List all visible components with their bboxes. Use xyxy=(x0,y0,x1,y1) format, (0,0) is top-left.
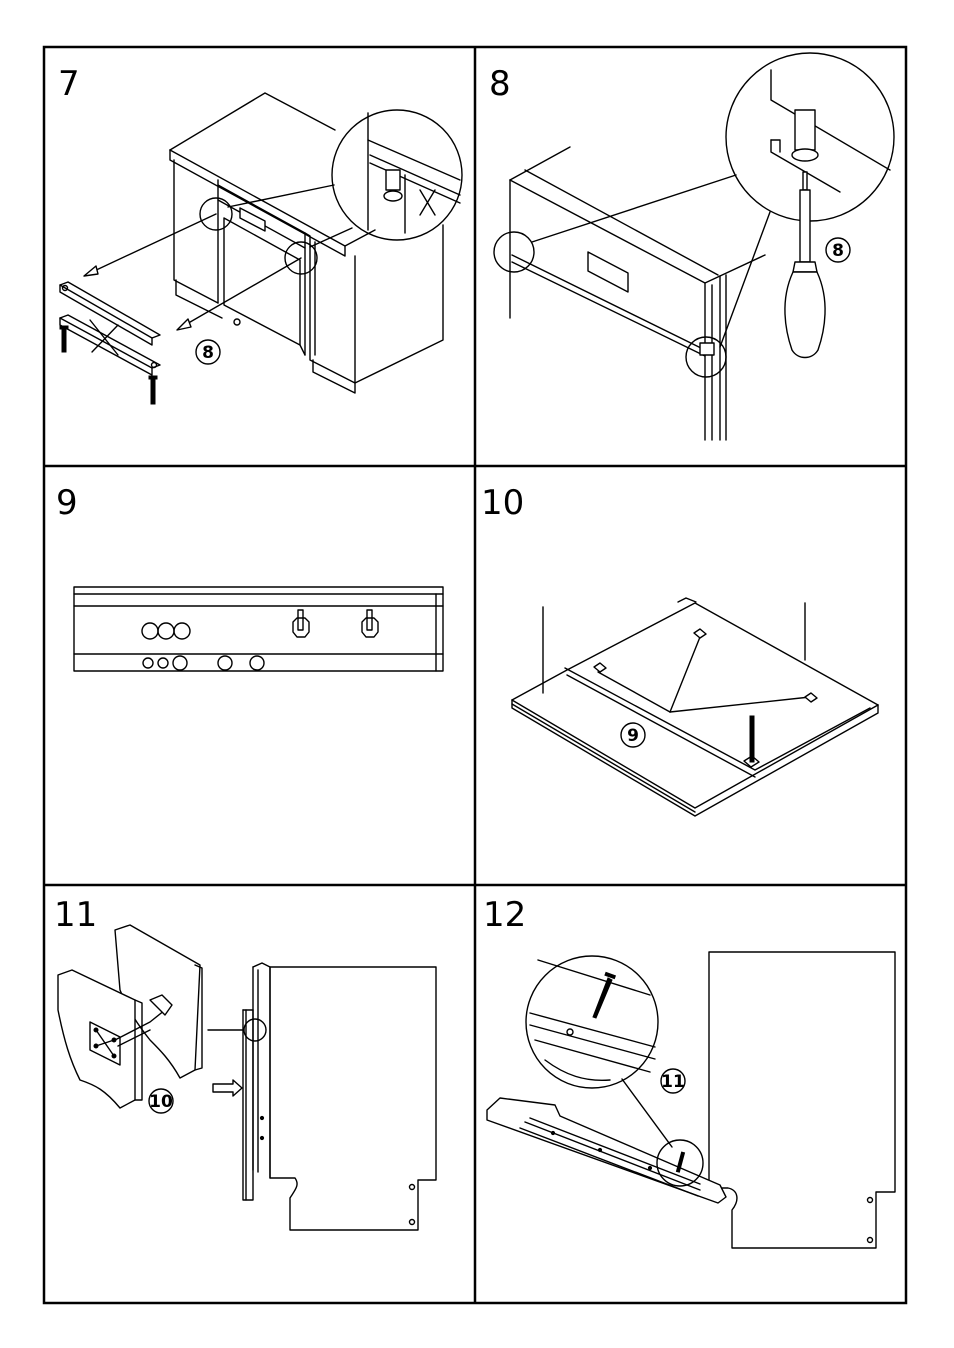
push-arrow xyxy=(213,1080,242,1096)
panel-8-number: 8 xyxy=(489,64,511,104)
svg-text:8: 8 xyxy=(202,343,214,363)
door-tilted xyxy=(487,1098,726,1203)
svg-text:9: 9 xyxy=(627,726,639,746)
panel-11-number: 11 xyxy=(54,895,97,935)
panel-8: 8 xyxy=(489,53,894,440)
svg-text:10: 10 xyxy=(149,1092,173,1112)
svg-text:8: 8 xyxy=(832,241,844,261)
panel-12: 12 xyxy=(483,895,895,1248)
svg-text:11: 11 xyxy=(661,1072,685,1092)
callout-10: 10 xyxy=(149,1089,173,1113)
screwdriver xyxy=(785,172,825,358)
hinge-bracket-detail xyxy=(58,925,202,1108)
plinth-strips xyxy=(60,282,160,404)
panel-7: 7 xyxy=(58,64,462,404)
door-panel-with-template xyxy=(512,598,878,816)
panel-10-number: 10 xyxy=(481,483,524,523)
panel-10: 10 9 xyxy=(481,483,878,816)
detail-bubble-adjuster xyxy=(532,53,894,347)
appliance-top-edge xyxy=(510,147,765,440)
panel-9-number: 9 xyxy=(56,483,78,523)
callout-11: 11 xyxy=(661,1069,685,1093)
appliance-side-with-door xyxy=(208,963,436,1230)
appliance-side-outline xyxy=(709,952,895,1248)
callout-9: 9 xyxy=(621,723,645,747)
panel-9: 9 xyxy=(56,483,443,671)
callout-8: 8 xyxy=(826,238,850,262)
callout-8: 8 xyxy=(196,340,220,364)
panel-11: 11 10 xyxy=(54,895,436,1230)
door-template-strip xyxy=(74,587,443,671)
panel-12-number: 12 xyxy=(483,895,526,935)
detail-marker-left xyxy=(494,232,534,272)
panel-7-number: 7 xyxy=(58,64,80,104)
